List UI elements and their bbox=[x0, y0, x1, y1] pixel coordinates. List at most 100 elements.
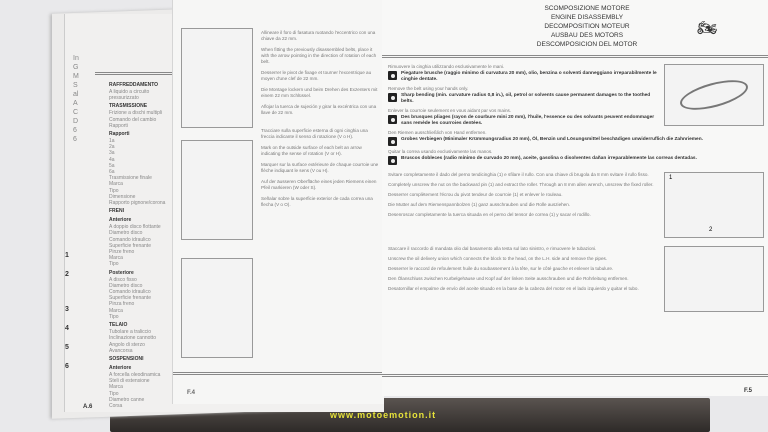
paragraph: Mark on the outside surface of each belt… bbox=[261, 145, 362, 156]
warning-item: Bruscos dobleces (radio mínimo de curvad… bbox=[388, 156, 764, 165]
belt-illustration bbox=[181, 140, 253, 240]
spec-item: Diametro disco bbox=[109, 230, 143, 237]
section-heading: FRENI bbox=[109, 208, 124, 215]
steps: 1 2 Svitare completamente il dado del pe… bbox=[388, 172, 764, 242]
spec-item: Comando idraulico bbox=[109, 236, 151, 243]
section-number: 2 bbox=[65, 271, 69, 278]
tab-letter: C bbox=[73, 109, 79, 116]
spec-item: Avancorsa bbox=[109, 347, 133, 354]
section-number: 6 bbox=[65, 363, 69, 370]
spec-item: Diametro canne bbox=[109, 396, 145, 403]
paragraph: Aflojar la tuerca de sujeción y girar la… bbox=[261, 104, 377, 115]
step-text: Den Ölanschluss zwischen Kurbelgehäuse u… bbox=[388, 276, 629, 281]
warning-text: Piegature brusche (raggio minimo di curv… bbox=[401, 71, 657, 82]
tab-letter: G bbox=[73, 64, 79, 71]
motorcycle-icon: 🏍 bbox=[697, 20, 718, 37]
intro-line: Den Riemen ausschließlich von Hand entfe… bbox=[388, 130, 487, 135]
step-text: Desserrer complètement l'écrou du pivot … bbox=[388, 192, 563, 197]
spec-item: 1a bbox=[109, 138, 115, 145]
spec-item: 2a bbox=[109, 144, 115, 151]
intro-line: Rimuovere la cinghia utilizzando esclusi… bbox=[388, 64, 505, 69]
header-title: DESCOMPOSICION DEL MOTOR bbox=[536, 41, 638, 48]
warning-text: Bruscos dobleces (radio mínimo de curvad… bbox=[401, 156, 697, 161]
warning-icon bbox=[388, 115, 397, 124]
spec-item: Steli di estensione bbox=[109, 378, 150, 385]
callout-1: 1 bbox=[669, 175, 673, 181]
section-number: 1 bbox=[65, 252, 69, 259]
watermark: www.motoemotion.it bbox=[330, 410, 437, 420]
spec-item: Corsa bbox=[109, 402, 123, 409]
left-text: Allineare il foro di fasatura ruotando l… bbox=[261, 30, 381, 213]
footer-rule bbox=[173, 372, 385, 375]
spec-item: Superficie frenante bbox=[109, 242, 151, 249]
spec-item: Marca bbox=[109, 307, 123, 314]
spec-item: Inclinazione cannotto bbox=[109, 335, 156, 342]
section-heading: Anteriore bbox=[109, 217, 132, 224]
step-text: Svitare completamente il dado del perno … bbox=[388, 172, 649, 177]
warnings: Rimuovere la cinghia utilizzando esclusi… bbox=[388, 64, 764, 168]
paragraph: Desserrer le pivot de fixage et tourner … bbox=[261, 70, 372, 81]
page-number-left-edge: A.6 bbox=[83, 404, 93, 410]
section-heading: TRASMISSIONE bbox=[109, 103, 148, 110]
tab-letter: 6 bbox=[73, 127, 77, 134]
divider bbox=[95, 72, 173, 75]
roller-drawing: 1 2 bbox=[664, 172, 764, 238]
tab-letter: In bbox=[73, 55, 79, 62]
spec-item: 4a bbox=[109, 156, 115, 163]
spec-item: Comando idraulico bbox=[109, 289, 151, 296]
section-heading: TELAIO bbox=[109, 322, 128, 329]
paragraph: When fitting the previously disassembled… bbox=[261, 47, 377, 64]
paragraph: Allineare il foro di fasatura ruotando l… bbox=[261, 30, 376, 41]
spec-item: Marca bbox=[109, 255, 123, 262]
footer-rule bbox=[382, 374, 768, 377]
paragraph: Auf der äusseren Oberfläche eines jeden … bbox=[261, 179, 377, 190]
spec-item: Pinza freno bbox=[109, 301, 135, 308]
steps-oil: Staccare il raccordo di mandata olio dal… bbox=[388, 246, 764, 316]
step-text: Desatornillar el empalme de envío del ac… bbox=[388, 286, 639, 291]
step-text: Desserrer le raccord de refoulement huil… bbox=[388, 266, 614, 271]
spec-item: 6a bbox=[109, 169, 115, 176]
paragraph: Marquer sur la surface extérieure de cha… bbox=[261, 162, 379, 173]
spec-item: Tipo bbox=[109, 313, 119, 320]
warning-text: Des brusques pliages (rayon de courbure … bbox=[401, 115, 655, 126]
step-text: Completely unscrew the nut on the backwa… bbox=[388, 182, 654, 187]
tab-letter: M bbox=[73, 73, 79, 80]
spec-item: Trasmissione finale bbox=[109, 175, 152, 182]
intro-line: Quitar la correa usando exclusivamente l… bbox=[388, 149, 493, 154]
spec-item: Diametro disco bbox=[109, 282, 143, 289]
intro-line: Remove the belt using your hands only. bbox=[388, 86, 469, 91]
spec-item: Frizione a dischi multipli bbox=[109, 110, 163, 117]
warning-icon bbox=[388, 93, 397, 102]
step-text: Staccare il raccordo di mandata olio dal… bbox=[388, 246, 597, 251]
spec-item: Angolo di sterzo bbox=[109, 341, 145, 348]
tab-letter: S bbox=[73, 82, 78, 89]
section-heading: SOSPENSIONI bbox=[109, 355, 144, 362]
spec-item: A doppio disco flottante bbox=[109, 224, 161, 231]
belt-drawing bbox=[664, 64, 764, 126]
paragraph: Die Montage lockern und beim Drehen des … bbox=[261, 87, 378, 98]
warning-icon bbox=[388, 137, 397, 146]
spec-item: pressurizzato bbox=[109, 95, 139, 102]
step-text: Desenroscar completamente la tuerca situ… bbox=[388, 212, 591, 217]
spec-item: Tipo bbox=[109, 390, 119, 397]
page-number: F.5 bbox=[744, 388, 753, 394]
content-flow: Rimuovere la cinghia utilizzando esclusi… bbox=[388, 64, 764, 320]
tab-letter: D bbox=[73, 118, 79, 125]
spec-item: Marca bbox=[109, 384, 123, 391]
warning-item: Des brusques pliages (rayon de courbure … bbox=[388, 115, 764, 127]
spec-item: Comando del cambio bbox=[109, 116, 157, 123]
section-number: 3 bbox=[65, 306, 69, 313]
section-heading: Rapporti bbox=[109, 131, 130, 138]
intro-line: Enlever la courroie seulement en vous ai… bbox=[388, 108, 512, 113]
header-title: ENGINE DISASSEMBLY bbox=[550, 14, 624, 21]
spec-item: Tipo bbox=[109, 261, 119, 268]
tab-letter: al bbox=[73, 91, 79, 98]
callout-2: 2 bbox=[709, 227, 713, 233]
header-title: AUSBAU DES MOTORS bbox=[550, 32, 624, 39]
spec-item: Pinze freno bbox=[109, 249, 135, 256]
tab-letter: 6 bbox=[73, 136, 77, 143]
